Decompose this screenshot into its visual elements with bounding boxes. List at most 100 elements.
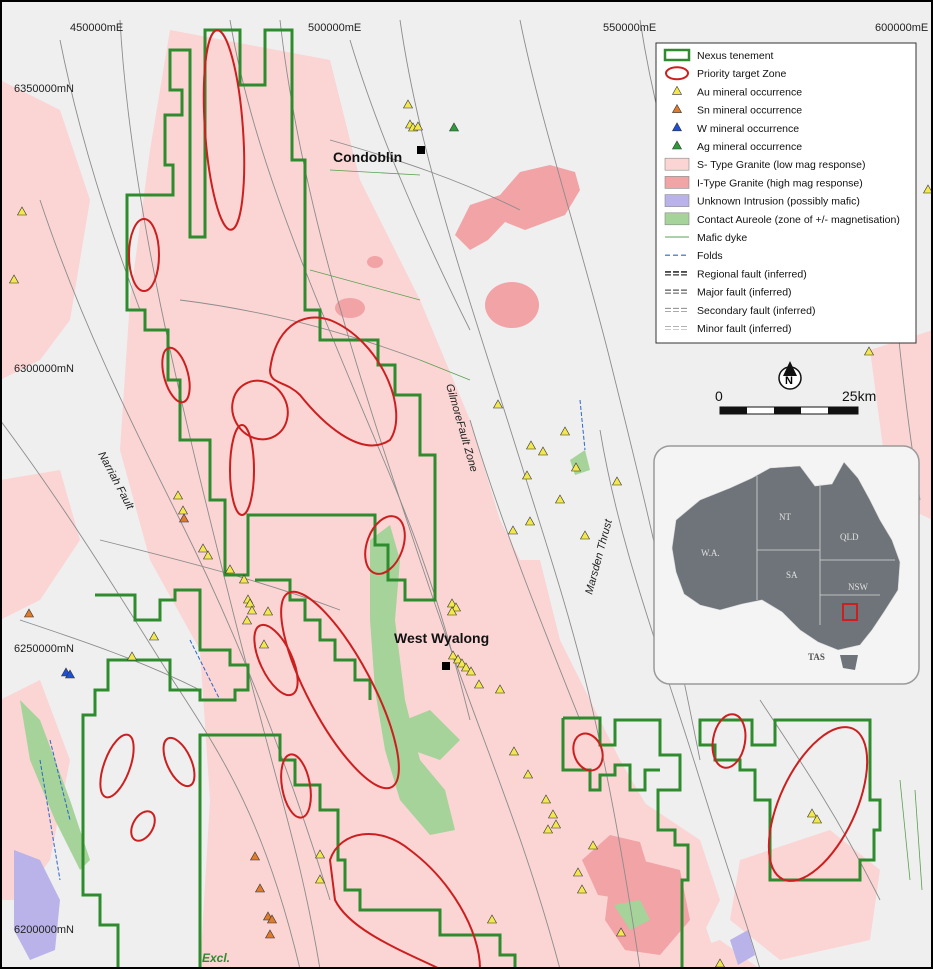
au-occurrence-marker [450,602,462,612]
legend-label: Sn mineral occurrence [697,105,802,117]
au-occurrence-marker [524,516,536,526]
easting-labels: 450000mE 500000mE 550000mE 600000mE [70,22,928,34]
excl-label: Excl. [202,951,230,965]
au-occurrence-marker [224,564,236,574]
au-occurrence-marker [456,658,468,668]
au-occurrence-marker [572,867,584,877]
study-area-marker [842,603,858,621]
mafic-dykes [309,169,923,891]
au-occurrence-marker [412,121,424,131]
w-occurrence-marker [64,669,76,679]
legend-label: Ag mineral occurrence [697,141,802,153]
au-occurrence-marker [525,440,537,450]
legend-item: Minor fault (inferred) [665,323,792,335]
au-occurrence-marker [241,615,253,625]
au-occurrence-marker [615,927,627,937]
au-occurrence-marker [576,884,588,894]
easting-label: 550000mE [603,22,656,34]
legend-symbol [664,194,690,207]
legend-item: Au mineral occurrence [671,85,802,98]
priority-target-zones [99,29,869,969]
state-label: TAS [808,652,825,662]
west-wyalong-marker [442,662,450,670]
folds [39,399,586,881]
au-occurrence-marker [806,808,818,818]
au-occurrence-marker [811,814,823,824]
northing-label: 6300000mN [14,363,74,375]
legend-label: Major fault (inferred) [697,287,792,299]
australia-inset: W.A. NT QLD SA NSW TAS [653,445,920,685]
au-occurrence-marker [507,525,519,535]
scale-bar: 0 25km [715,388,876,415]
au-occurrence-marker [611,476,623,486]
north-label: N [785,375,793,387]
state-label: W.A. [701,548,720,558]
au-occurrence-marker [202,550,214,560]
legend-symbol [671,140,683,150]
legend-label: Priority target Zone [697,68,786,80]
legend-symbol [665,326,689,330]
au-occurrence-marker [579,530,591,540]
state-label: NT [779,512,791,522]
mineral-occurrences [8,99,933,968]
au-occurrence-marker [238,574,250,584]
au-occurrence-marker [473,679,485,689]
au-occurrence-marker [314,874,326,884]
au-occurrence-marker [559,426,571,436]
legend-symbol [665,66,689,81]
state-label: NSW [848,582,869,592]
au-occurrence-marker [465,666,477,676]
legend-box [655,42,917,344]
legend-label: I-Type Granite (high mag response) [697,177,863,189]
au-occurrence-marker [508,746,520,756]
legend-label: Contact Aureole (zone of +/- magnetisati… [697,214,900,226]
legend-symbol [671,85,683,95]
au-occurrence-marker [197,543,209,553]
scale-end-label: 25km [842,388,876,404]
legend-symbol [665,307,689,312]
tenement-north [125,28,437,602]
easting-label: 450000mE [70,22,123,34]
legend-item: Major fault (inferred) [665,287,792,299]
sn-occurrence-marker [178,513,190,523]
au-occurrence-marker [258,639,270,649]
au-occurrence-marker [486,914,498,924]
legend-label: Folds [697,250,723,262]
au-occurrence-marker [863,346,875,356]
legend-label: Minor fault (inferred) [697,323,792,335]
tenement-east-a [563,716,690,969]
legend-item: Ag mineral occurrence [671,140,802,153]
tenement-central [255,578,372,700]
tenement-west [81,588,250,969]
legend-label: Unknown Intrusion (possibly mafic) [697,196,860,208]
au-occurrence-marker [172,490,184,500]
west-wyalong-label: West Wyalong [394,630,489,646]
sn-occurrence-marker [254,883,266,893]
nexus-tenements [81,28,882,969]
legend-symbol [663,48,691,62]
sn-occurrence-marker [249,851,261,861]
sn-occurrence-marker [264,929,276,939]
legend-symbol [665,289,689,294]
au-occurrence-marker [492,399,504,409]
au-occurrence-marker [126,651,138,661]
au-occurrence-marker [547,809,559,819]
northing-labels: 6350000mN 6300000mN 6250000mN 6200000mN [14,83,74,936]
ag-occurrence-marker [448,122,460,132]
au-occurrence-marker [550,819,562,829]
northing-label: 6350000mN [14,83,74,95]
legend-label: S- Type Granite (low mag response) [697,159,865,171]
au-occurrence-marker [537,446,549,456]
easting-label: 500000mE [308,22,361,34]
au-occurrence-marker [540,794,552,804]
au-occurrence-marker [8,274,20,284]
legend-symbol [665,271,689,276]
legend-item: S- Type Granite (low mag response) [664,157,865,171]
legend-item: Mafic dyke [665,232,747,244]
au-occurrence-marker [262,606,274,616]
state-label: SA [786,570,798,580]
au-occurrence-marker [554,494,566,504]
au-occurrence-marker [447,650,459,660]
legend-item: Folds [665,250,723,262]
